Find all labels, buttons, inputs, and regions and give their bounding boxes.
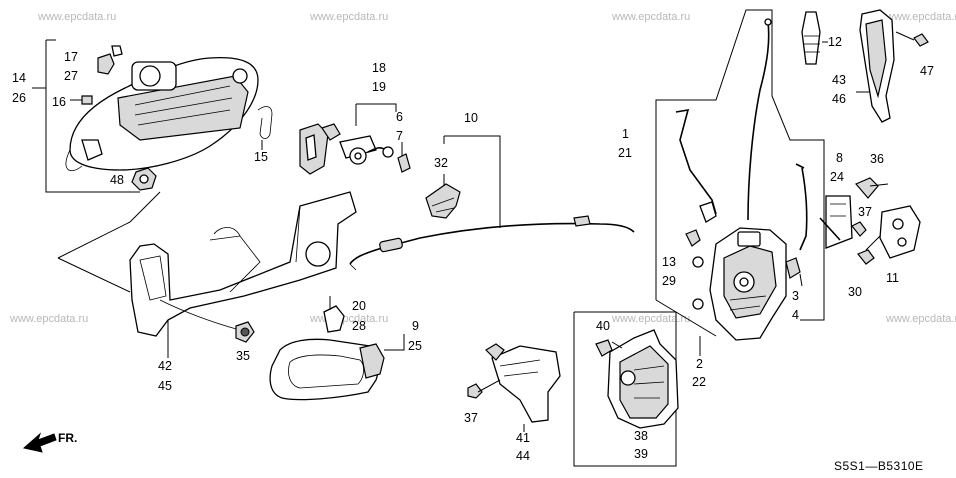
callout: 1 bbox=[622, 127, 629, 141]
watermark: www.epcdata.ru bbox=[309, 11, 388, 23]
callout: 37 bbox=[464, 411, 478, 425]
callout: 44 bbox=[516, 449, 530, 463]
bracket-group bbox=[467, 343, 561, 432]
callout: 36 bbox=[870, 152, 884, 166]
callout: 39 bbox=[634, 447, 648, 461]
latch-frame bbox=[573, 9, 825, 467]
callout: 8 bbox=[836, 151, 843, 165]
front-direction-label: FR. bbox=[58, 431, 77, 445]
watermark: www.epcdata.ru bbox=[9, 313, 88, 325]
callout: 41 bbox=[516, 431, 530, 445]
callout: 27 bbox=[64, 69, 78, 83]
callout-labels: 17 27 14 26 16 15 48 18 19 6 7 10 32 12 … bbox=[12, 35, 934, 463]
inside-handle-group bbox=[269, 296, 405, 401]
callout: 32 bbox=[434, 156, 448, 170]
watermark: www.epcdata.ru bbox=[885, 11, 956, 23]
callout: 35 bbox=[236, 349, 250, 363]
callout: 22 bbox=[692, 375, 706, 389]
pin-part bbox=[801, 11, 828, 65]
callout: 45 bbox=[158, 379, 172, 393]
latch-group bbox=[675, 18, 808, 356]
callout: 26 bbox=[12, 91, 26, 105]
callout: 17 bbox=[64, 50, 78, 64]
watermark: www.epcdata.ru bbox=[309, 313, 388, 325]
callout: 38 bbox=[634, 429, 648, 443]
callout: 28 bbox=[352, 319, 366, 333]
callout: 20 bbox=[352, 299, 366, 313]
callout: 48 bbox=[110, 173, 124, 187]
cable-group bbox=[349, 135, 635, 271]
callout: 25 bbox=[408, 339, 422, 353]
callout: 11 bbox=[886, 271, 899, 285]
callout: 16 bbox=[52, 95, 66, 109]
protector-group bbox=[57, 191, 357, 358]
callout: 46 bbox=[832, 92, 846, 106]
watermark: www.epcdata.ru bbox=[611, 313, 690, 325]
callout: 3 bbox=[792, 289, 799, 303]
callout: 30 bbox=[848, 285, 862, 299]
callout: 19 bbox=[372, 80, 386, 94]
key-cylinder-group bbox=[299, 103, 411, 175]
callout: 47 bbox=[920, 64, 934, 78]
watermark: www.epcdata.ru bbox=[611, 11, 690, 23]
striker-bracket bbox=[856, 9, 929, 123]
callout: 2 bbox=[696, 357, 703, 371]
callout: 4 bbox=[792, 308, 799, 322]
callout: 21 bbox=[618, 146, 632, 160]
watermark: www.epcdata.ru bbox=[885, 313, 956, 325]
callout: 10 bbox=[464, 111, 478, 125]
callout: 29 bbox=[662, 274, 676, 288]
callout: 43 bbox=[832, 73, 846, 87]
front-direction-indicator: FR. bbox=[22, 431, 77, 453]
diagram-code: S5S1—B5310E bbox=[834, 459, 924, 473]
striker-group bbox=[819, 177, 921, 265]
callout: 24 bbox=[830, 170, 844, 184]
callout: 14 bbox=[12, 71, 26, 85]
actuator-group bbox=[595, 329, 679, 429]
callout: 40 bbox=[596, 319, 610, 333]
callout: 9 bbox=[412, 319, 419, 333]
watermarks: www.epcdata.ru www.epcdata.ru www.epcdat… bbox=[9, 11, 956, 325]
watermark: www.epcdata.ru bbox=[37, 11, 116, 23]
callout: 42 bbox=[158, 359, 172, 373]
callout: 6 bbox=[396, 110, 403, 124]
front-arrow-icon bbox=[22, 432, 57, 453]
callout: 15 bbox=[254, 150, 268, 164]
outside-handle-group bbox=[32, 39, 273, 193]
callout: 37 bbox=[858, 205, 872, 219]
callout: 18 bbox=[372, 61, 386, 75]
callout: 13 bbox=[662, 255, 676, 269]
callout: 7 bbox=[396, 129, 403, 143]
callout: 12 bbox=[828, 35, 842, 49]
